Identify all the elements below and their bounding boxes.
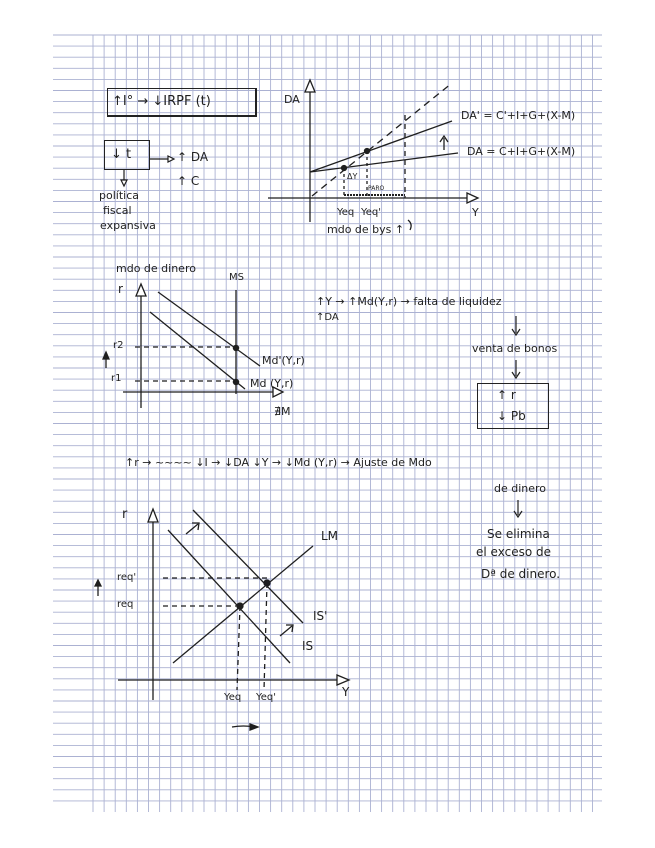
- top-left-connectors: [120, 155, 176, 188]
- policy-label-line-1: política: [99, 189, 139, 202]
- chain-1-line-1: ↑Y → ↑Md(Y,r) → falta de liquidez: [316, 295, 502, 308]
- da-x-tick-yeq-prime: Yeq': [361, 207, 382, 218]
- md-old-label: Md (Y,r): [250, 377, 294, 390]
- result-bond-price-down: ↓ Pb: [497, 409, 526, 423]
- paro-label: PARO: [368, 185, 385, 192]
- money-x-axis-label: ∄M: [274, 405, 291, 418]
- grid-lines: [53, 34, 602, 812]
- is-label: IS: [302, 639, 314, 653]
- req-label: req: [117, 599, 134, 610]
- money-market-title: mdo de dinero: [116, 262, 196, 275]
- policy-label-line-3: expansiva: [100, 219, 156, 232]
- is-prime-label: IS': [313, 609, 328, 623]
- money-supply-label: MS: [229, 272, 244, 283]
- conclusion-line-1: Se elimina: [487, 527, 550, 541]
- tax-box: [104, 140, 150, 170]
- chain-2-dinero: de dinero: [494, 482, 547, 495]
- da-x-tick-yeq: Yeq: [337, 207, 355, 218]
- da-x-axis-label: Y: [472, 206, 479, 219]
- boxed-statement-text: ↑I° → ↓IRPF (t): [112, 94, 211, 109]
- da-y-axis-label: DA: [284, 93, 300, 106]
- chain-1-arrows: [511, 316, 521, 380]
- islm-r-axis-label: r: [122, 507, 128, 522]
- da-chart: [268, 78, 480, 231]
- tax-box-text: ↓ t: [111, 147, 132, 162]
- yeq-label: Yeq: [224, 692, 242, 703]
- chain-2-arrows: [513, 500, 523, 519]
- result-box: [477, 383, 549, 429]
- md-new-label: Md'(Y,r): [262, 354, 305, 367]
- policy-label-line-2: fiscal: [103, 204, 132, 217]
- islm-x-axis-label: Y: [342, 685, 350, 699]
- effect-da: ↑ DA: [177, 150, 209, 164]
- da-old-curve-label: DA = C+I+G+(X-M): [467, 145, 576, 158]
- effect-c: ↑ C: [177, 174, 200, 188]
- req-prime-label: req': [117, 572, 137, 583]
- money-market-chart: [102, 282, 285, 408]
- result-rate-up: ↑ r: [497, 388, 516, 402]
- chain-1-step-2: venta de bonos: [472, 342, 558, 355]
- chain-2-line: ↑r → ~~~~ ↓I → ↓DA ↓Y → ↓Md (Y,r) → Ajus…: [125, 456, 432, 469]
- yeq-prime-label: Yeq': [256, 692, 277, 703]
- lm-label: LM: [321, 529, 339, 543]
- delta-y-label: ΔY: [347, 172, 358, 181]
- r1-label: r1: [111, 373, 122, 384]
- money-r-axis-label: r: [118, 282, 123, 296]
- r2-label: r2: [113, 340, 124, 351]
- da-new-curve-label: DA' = C'+I+G+(X-M): [461, 109, 576, 122]
- chain-1-line-2: ↑DA: [316, 312, 339, 323]
- boxed-statement: [107, 88, 257, 117]
- conclusion-line-2: el exceso de: [476, 545, 551, 559]
- is-lm-chart: [93, 507, 351, 731]
- conclusion-line-3: Dª de dinero.: [481, 567, 561, 581]
- da-caption: mdo de bys ↑: [327, 223, 405, 236]
